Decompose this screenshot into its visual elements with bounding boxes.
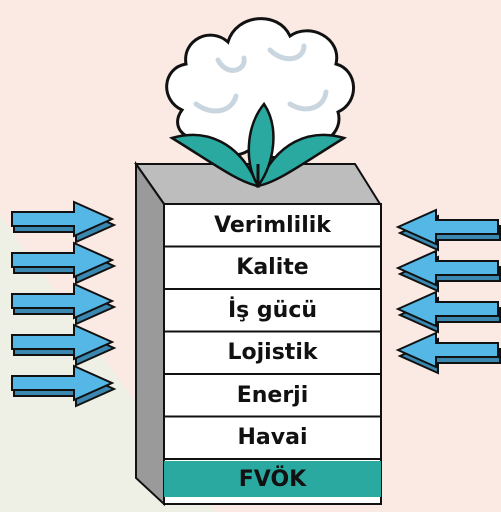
arrow-left-icon [395, 331, 501, 375]
arrow-right-icon [11, 241, 117, 285]
arrow-left-icon [395, 249, 501, 293]
factor-row-label: Enerji [236, 382, 309, 408]
factor-row-label: Verimlilik [214, 212, 331, 238]
factor-row-label: İş gücü [227, 297, 318, 323]
arrow-body [11, 364, 115, 402]
arrow-left-icon [395, 208, 501, 252]
right-arrow-group [395, 208, 501, 375]
arrow-body [395, 249, 499, 287]
left-arrow-group [11, 200, 117, 408]
arrow-right-icon [11, 282, 117, 326]
arrow-body [11, 282, 115, 320]
arrow-left-icon [395, 290, 501, 334]
box-side-face [135, 160, 165, 507]
factor-row-label: Kalite [236, 255, 309, 280]
arrow-right-icon [11, 200, 117, 244]
factor-row-label: Havai [237, 425, 308, 450]
arrow-right-icon [11, 323, 117, 367]
box-front-face [163, 203, 382, 505]
stack-box [134, 160, 382, 507]
factor-row-label: FVÖK [164, 461, 381, 497]
arrow-body [11, 323, 115, 361]
row-dividers [164, 245, 381, 460]
arrow-body [11, 200, 115, 238]
arrow-body [395, 290, 499, 328]
arrow-body [11, 241, 115, 279]
arrow-body [395, 208, 499, 246]
arrow-right-icon [11, 364, 117, 408]
factor-row-label: Lojistik [227, 340, 318, 365]
cotton-boll-icon [165, 17, 355, 189]
arrow-body [395, 331, 499, 369]
